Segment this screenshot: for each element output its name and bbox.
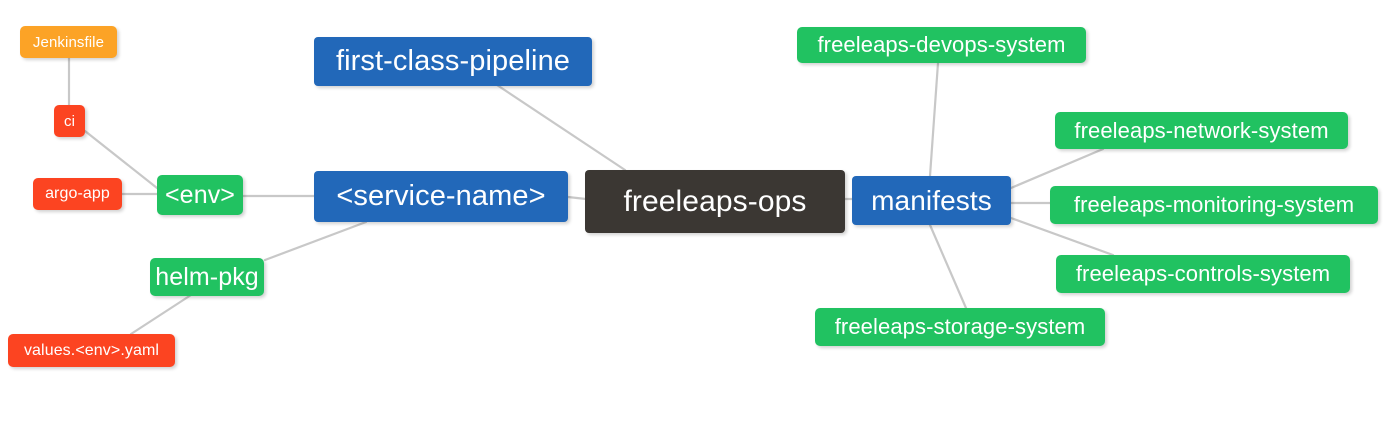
node-jenkinsfile[interactable]: Jenkinsfile bbox=[20, 26, 117, 58]
node-freeleaps-network-system[interactable]: freeleaps-network-system bbox=[1055, 112, 1348, 149]
node-root-freeleaps-ops[interactable]: freeleaps-ops bbox=[585, 170, 845, 233]
node-freeleaps-controls-system-label: freeleaps-controls-system bbox=[1075, 261, 1331, 286]
edge-service-name-root bbox=[566, 195, 588, 201]
node-values-yaml-label: values.<env>.yaml bbox=[23, 341, 160, 359]
edge-manifests-devops-system bbox=[928, 61, 940, 178]
node-freeleaps-monitoring-system-label: freeleaps-monitoring-system bbox=[1073, 192, 1355, 217]
node-freeleaps-storage-system-label: freeleaps-storage-system bbox=[834, 314, 1086, 339]
node-helm-pkg[interactable]: helm-pkg bbox=[150, 258, 264, 296]
edge-helm-pkg-service-name bbox=[263, 220, 368, 262]
node-ci-label: ci bbox=[63, 112, 76, 130]
node-service-name[interactable]: <service-name> bbox=[314, 171, 568, 222]
node-first-class-pipeline-label: first-class-pipeline bbox=[335, 45, 571, 77]
node-env[interactable]: <env> bbox=[157, 175, 243, 215]
node-argo-app[interactable]: argo-app bbox=[33, 178, 122, 210]
node-manifests[interactable]: manifests bbox=[852, 176, 1011, 225]
node-root-label: freeleaps-ops bbox=[623, 184, 807, 218]
node-values-yaml[interactable]: values.<env>.yaml bbox=[8, 334, 175, 367]
node-ci[interactable]: ci bbox=[54, 105, 85, 137]
node-first-class-pipeline[interactable]: first-class-pipeline bbox=[314, 37, 592, 86]
node-manifests-label: manifests bbox=[871, 184, 992, 216]
node-helm-pkg-label: helm-pkg bbox=[155, 262, 259, 291]
edge-manifests-storage-system bbox=[928, 223, 968, 310]
edge-manifests-network-system bbox=[1009, 147, 1105, 190]
node-argo-app-label: argo-app bbox=[45, 185, 110, 202]
node-freeleaps-storage-system[interactable]: freeleaps-storage-system bbox=[815, 308, 1105, 346]
node-env-label: <env> bbox=[164, 180, 235, 209]
node-jenkinsfile-label: Jenkinsfile bbox=[32, 33, 105, 51]
edge-values-helm-pkg bbox=[129, 293, 193, 336]
node-freeleaps-devops-system-label: freeleaps-devops-system bbox=[817, 32, 1066, 57]
edge-first-class-pipeline-root bbox=[495, 83, 627, 172]
node-freeleaps-devops-system[interactable]: freeleaps-devops-system bbox=[797, 27, 1086, 63]
node-freeleaps-network-system-label: freeleaps-network-system bbox=[1074, 117, 1329, 143]
node-freeleaps-controls-system[interactable]: freeleaps-controls-system bbox=[1056, 255, 1350, 293]
node-freeleaps-monitoring-system[interactable]: freeleaps-monitoring-system bbox=[1050, 186, 1378, 224]
node-service-name-label: <service-name> bbox=[336, 180, 546, 212]
